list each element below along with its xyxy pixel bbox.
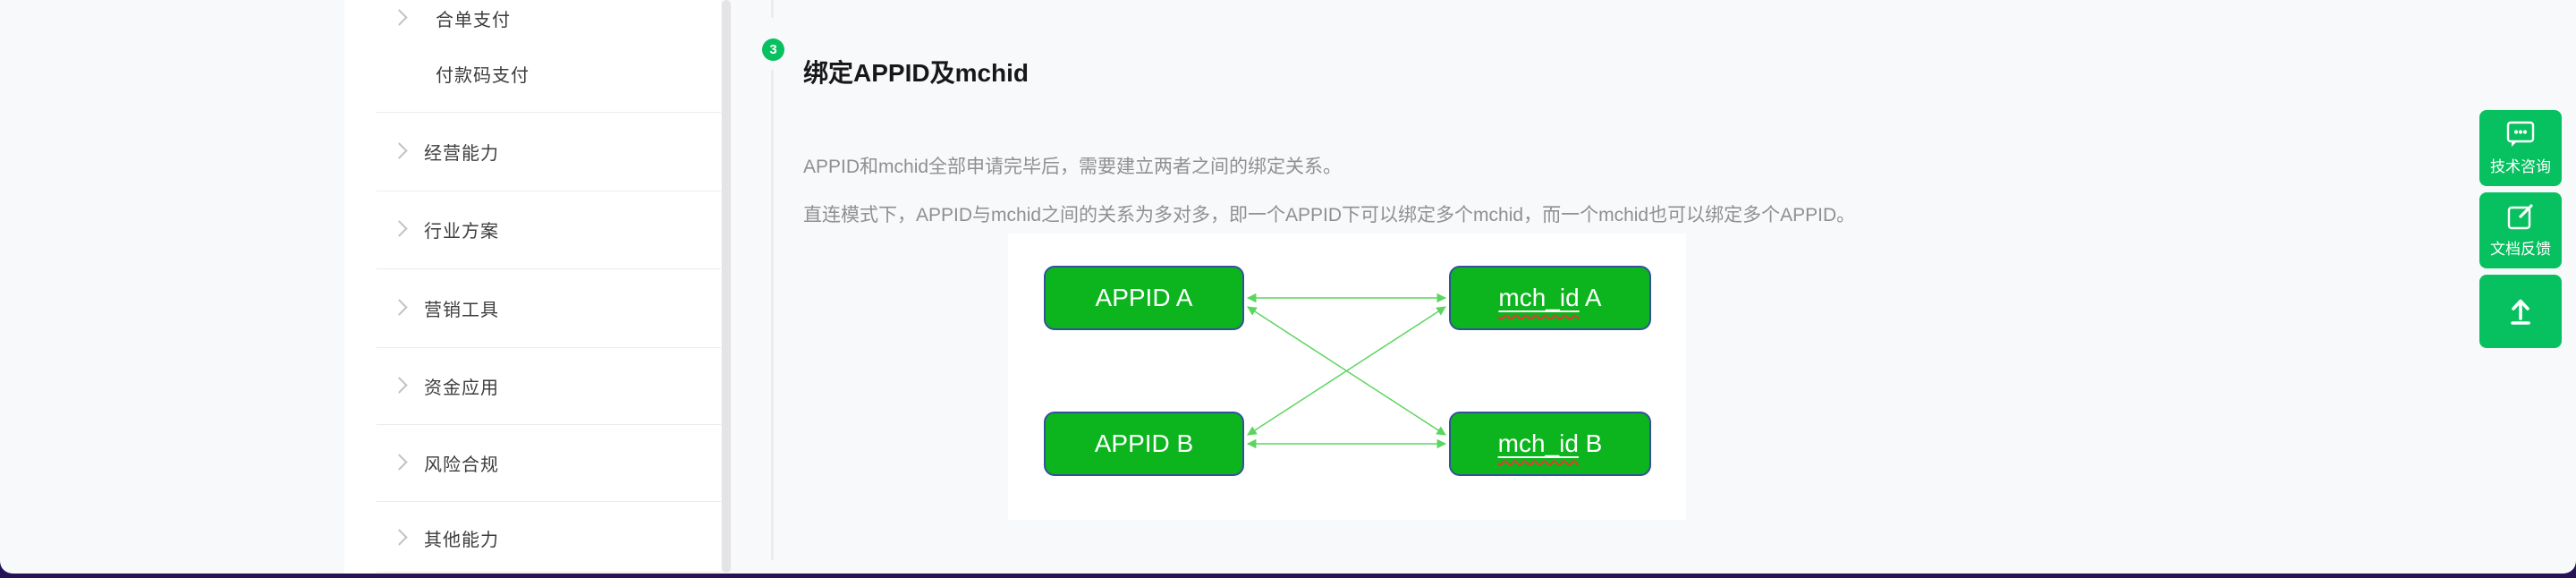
chevron-right-icon [391, 454, 408, 471]
sidebar-divider [377, 347, 721, 348]
paragraph: APPID和mchid全部申请完毕后，需要建立两者之间的绑定关系。 [803, 157, 1343, 177]
node-label: APPID A [1095, 284, 1193, 311]
chevron-right-icon [391, 142, 408, 159]
chevron-right-icon [391, 220, 408, 237]
sidebar-item-other-ability[interactable]: 其他能力 [344, 511, 721, 565]
node-mchid-b: mch_id B [1449, 412, 1651, 476]
node-label: mch_id [1497, 429, 1579, 457]
sidebar-divider [377, 501, 721, 502]
node-label-suffix: A [1579, 284, 1602, 311]
sidebar-item-risk-compliance[interactable]: 风险合规 [344, 436, 721, 489]
chevron-right-icon [391, 299, 408, 316]
edit-square-icon [2507, 204, 2533, 230]
doc-feedback-button[interactable]: 文档反馈 [2479, 192, 2562, 268]
doc-feedback-label: 文档反馈 [2490, 241, 2551, 258]
binding-diagram: APPID A mch_id A APPID B mch_id B [1008, 234, 1686, 520]
sidebar-divider [377, 424, 721, 425]
sidebar-divider [377, 112, 721, 113]
sidebar-item-paycode-payment[interactable]: 付款码支付 [344, 47, 721, 100]
tech-consult-label: 技术咨询 [2490, 158, 2551, 175]
back-to-top-button[interactable] [2479, 275, 2562, 348]
step-timeline [771, 0, 774, 18]
node-appid-b: APPID B [1044, 412, 1244, 476]
sidebar-item-label: 资金应用 [424, 378, 499, 398]
sidebar-item-label: 其他能力 [424, 530, 499, 550]
node-label: APPID B [1094, 429, 1194, 457]
sidebar-item-label: 风险合规 [424, 455, 499, 475]
sidebar: 合单支付 付款码支付 经营能力 行业方案 营销工具 资金应用 [344, 0, 721, 574]
sidebar-item-funds-application[interactable]: 资金应用 [344, 359, 721, 412]
sidebar-item-label: 营销工具 [424, 300, 499, 320]
node-label-suffix: B [1578, 429, 1603, 457]
chevron-right-icon [391, 9, 408, 26]
chat-bubble-icon [2506, 121, 2535, 147]
section-heading: 绑定APPID及mchid [803, 59, 1030, 88]
sidebar-item-industry-solution[interactable]: 行业方案 [344, 202, 721, 256]
chevron-right-icon [391, 529, 408, 546]
sidebar-item-label: 付款码支付 [436, 65, 530, 86]
upload-arrow-icon [2511, 299, 2530, 325]
chevron-right-icon [391, 377, 408, 394]
step-number-badge: 3 [762, 38, 784, 61]
sidebar-item-business-ability[interactable]: 经营能力 [344, 124, 721, 178]
sidebar-item-combined-payment[interactable]: 合单支付 [344, 0, 721, 45]
sidebar-item-label: 行业方案 [424, 221, 499, 242]
sidebar-item-label: 合单支付 [436, 10, 511, 30]
sidebar-divider [377, 268, 721, 269]
sidebar-divider [377, 572, 721, 573]
sidebar-item-marketing-tools[interactable]: 营销工具 [344, 281, 721, 335]
node-mchid-a: mch_id A [1449, 266, 1651, 330]
tech-consult-button[interactable]: 技术咨询 [2479, 110, 2562, 186]
step-timeline [771, 70, 774, 560]
sidebar-item-label: 经营能力 [424, 143, 499, 164]
node-appid-a: APPID A [1044, 266, 1244, 330]
sidebar-scrollbar[interactable] [722, 0, 731, 573]
paragraph: 直连模式下，APPID与mchid之间的关系为多对多，即一个APPID下可以绑定… [803, 205, 1856, 225]
node-label: mch_id [1498, 284, 1580, 311]
diagram-arrows [1246, 293, 1447, 449]
